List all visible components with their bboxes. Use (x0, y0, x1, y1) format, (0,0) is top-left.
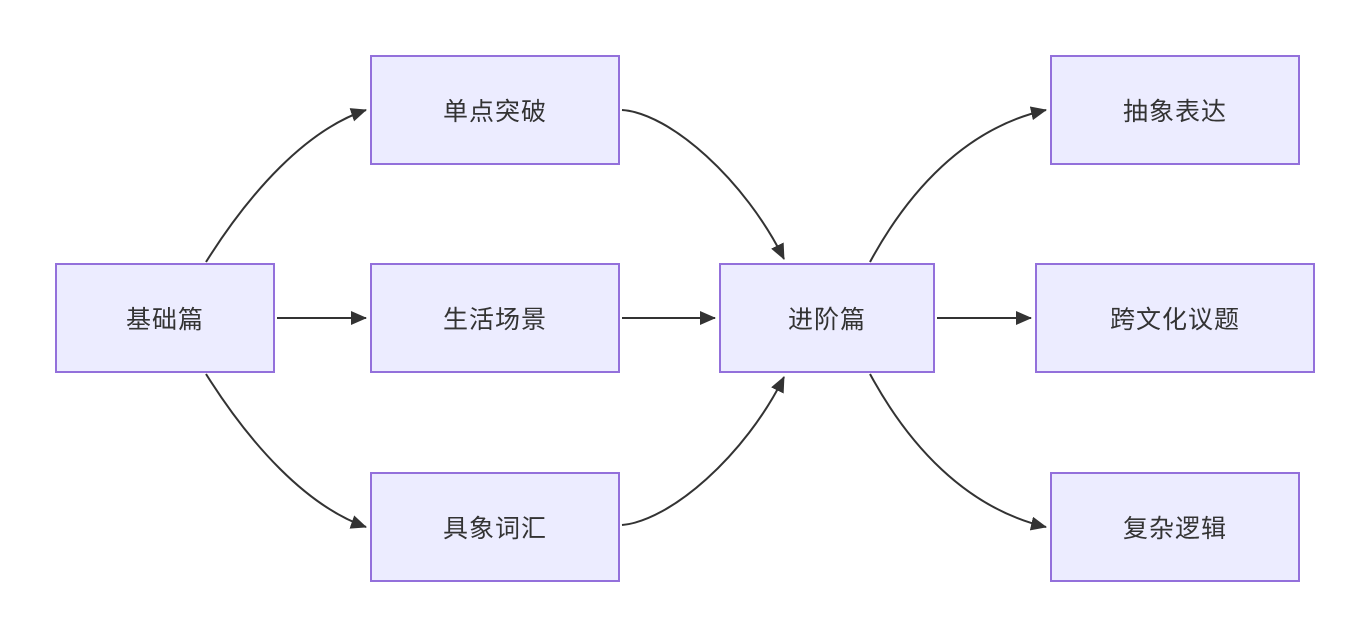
edge-advanced-to-complex-logic (869, 373, 1047, 531)
edge-advanced-to-abstract-expr (869, 106, 1047, 263)
node-single-point-breakthrough: 单点突破 (370, 55, 620, 165)
edge-single-point-to-advanced (621, 109, 785, 260)
edge-basics-to-concrete-vocab (205, 373, 367, 529)
node-complex-logic: 复杂逻辑 (1050, 472, 1300, 582)
node-advanced-label: 进阶篇 (787, 306, 866, 334)
node-cross-culture-label: 跨文化议题 (1109, 306, 1240, 334)
node-abstract-expression: 抽象表达 (1050, 55, 1300, 165)
node-life-scenes: 生活场景 (370, 263, 620, 373)
node-basics: 基础篇 (55, 263, 275, 373)
node-concrete-vocabulary: 具象词汇 (370, 472, 620, 582)
node-cross-cultural-topics: 跨文化议题 (1035, 263, 1315, 373)
node-concrete-vocab-label: 具象词汇 (442, 515, 547, 543)
node-complex-logic-label: 复杂逻辑 (1122, 515, 1227, 543)
edge-basics-to-single-point (205, 108, 367, 263)
node-advanced: 进阶篇 (719, 263, 935, 373)
node-abstract-expr-label: 抽象表达 (1122, 98, 1227, 126)
node-life-scenes-label: 生活场景 (442, 306, 547, 334)
edge-concrete-vocab-to-advanced (621, 376, 785, 526)
node-single-point-label: 单点突破 (442, 98, 547, 126)
node-basics-label: 基础篇 (125, 306, 204, 334)
